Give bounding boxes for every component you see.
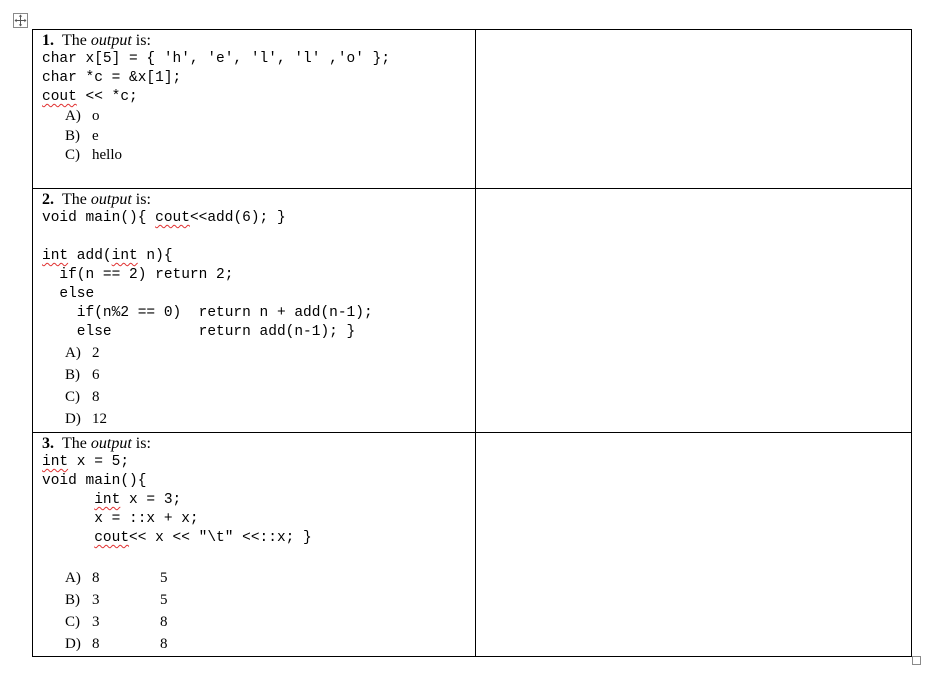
answer-2-cell[interactable] bbox=[475, 188, 912, 433]
table-row: 1. The output is: char x[5] = { 'h', 'e'… bbox=[32, 29, 912, 189]
move-arrows-icon bbox=[14, 14, 27, 27]
spellcheck-flag: cout bbox=[155, 210, 190, 226]
question-3-stem: 3. The output is: bbox=[42, 435, 151, 452]
question-2-cell[interactable]: 2. The output is: void main(){ cout<<add… bbox=[32, 188, 476, 433]
question-2-options: A)2 B)6 C)8 D)12 bbox=[65, 342, 475, 430]
question-1-code: char x[5] = { 'h', 'e', 'l', 'l' ,'o' };… bbox=[42, 51, 391, 105]
option-c: C)8 bbox=[65, 389, 100, 405]
table-row: 3. The output is: int x = 5; void main()… bbox=[32, 432, 912, 657]
option-a: A)o bbox=[65, 108, 100, 124]
spellcheck-flag: int bbox=[42, 248, 69, 264]
spellcheck-flag: cout bbox=[94, 530, 130, 546]
table-move-handle[interactable] bbox=[13, 13, 28, 28]
answer-3-cell[interactable] bbox=[475, 432, 912, 657]
answer-1-cell[interactable] bbox=[475, 29, 912, 189]
option-b: B)e bbox=[65, 127, 99, 144]
code-line: char x[5] = { 'h', 'e', 'l', 'l' ,'o' }; bbox=[42, 51, 391, 67]
table-row: 2. The output is: void main(){ cout<<add… bbox=[32, 188, 912, 433]
question-1-cell[interactable]: 1. The output is: char x[5] = { 'h', 'e'… bbox=[32, 29, 476, 189]
code-line: char *c = &x[1]; bbox=[42, 70, 182, 86]
question-2-code: void main(){ cout<<add(6); } int add(int… bbox=[42, 210, 373, 340]
spellcheck-flag: int bbox=[111, 248, 138, 264]
question-3-code: int x = 5; void main(){ int x = 3; x = :… bbox=[42, 454, 312, 546]
question-3-cell[interactable]: 3. The output is: int x = 5; void main()… bbox=[32, 432, 476, 657]
table-resize-handle[interactable] bbox=[912, 656, 921, 665]
option-d: D)12 bbox=[65, 411, 107, 427]
spellcheck-flag: int bbox=[94, 492, 121, 508]
question-1-stem: 1. The output is: bbox=[42, 32, 151, 49]
option-b: B)6 bbox=[65, 367, 100, 383]
spellcheck-flag: int bbox=[42, 454, 69, 470]
question-1-options: A)o B)e C)hello bbox=[65, 107, 475, 166]
option-c: C)hello bbox=[65, 147, 122, 163]
question-2-stem: 2. The output is: bbox=[42, 191, 151, 208]
spellcheck-flag: cout bbox=[42, 89, 77, 105]
option-a: A)2 bbox=[65, 345, 100, 361]
question-table: 1. The output is: char x[5] = { 'h', 'e'… bbox=[32, 29, 912, 657]
